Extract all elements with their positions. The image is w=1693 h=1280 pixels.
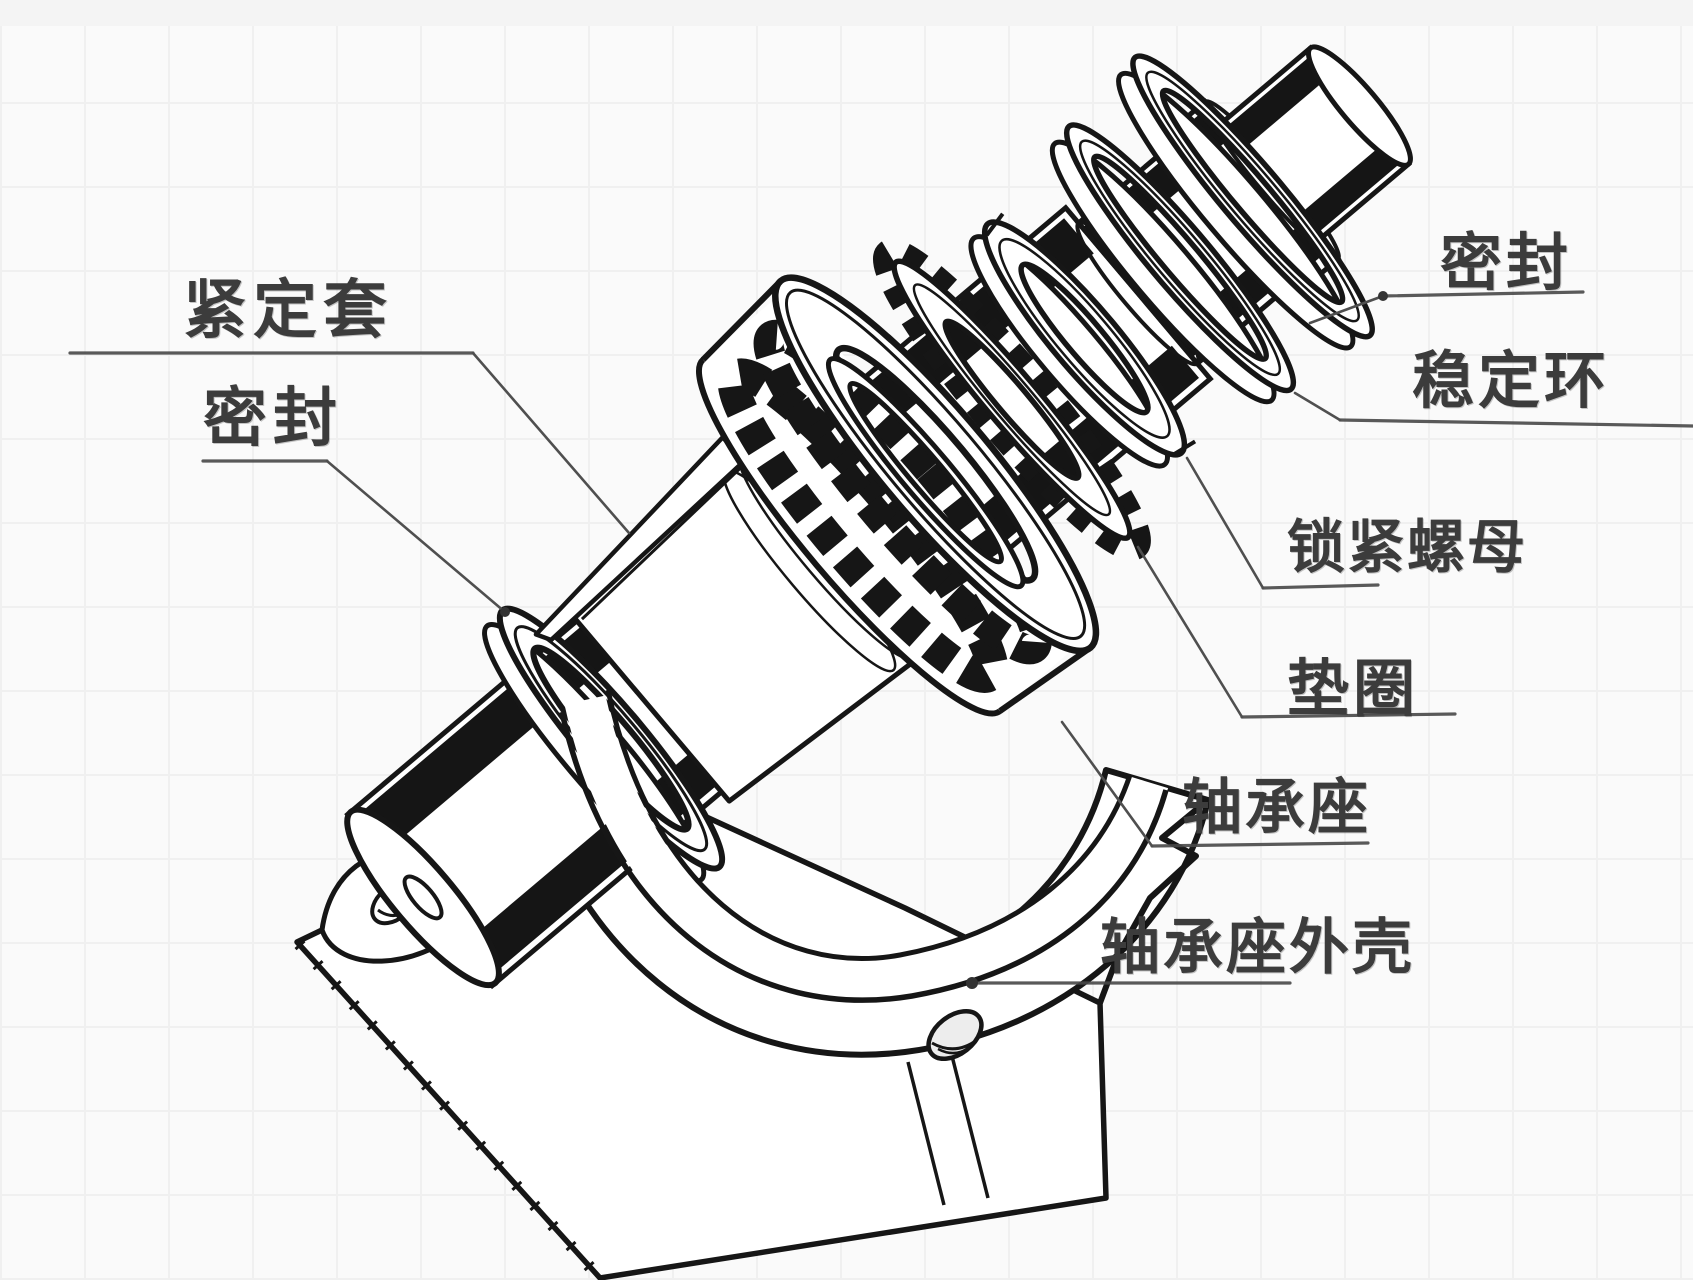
seal-left-leader bbox=[325, 459, 507, 614]
washer-teeth bbox=[872, 238, 1151, 561]
bore-rim-face bbox=[564, 695, 1169, 1000]
seal-right-leader-dot bbox=[1378, 291, 1388, 301]
stabilizer-face-line bbox=[1078, 139, 1282, 377]
end-section-shading-top bbox=[1227, 53, 1331, 147]
housing-right-lip-notches bbox=[1097, 797, 1210, 1005]
bearing-housing-leader bbox=[1060, 720, 1154, 848]
bearing-inner-race bbox=[825, 356, 1026, 590]
stabilizer-ring-leader bbox=[1293, 391, 1342, 422]
housing-rib-line-2 bbox=[950, 1055, 990, 1199]
label-bearing-housing: 轴承座 bbox=[1182, 773, 1371, 843]
bore-rim-outer-edge bbox=[559, 711, 1169, 1003]
bearing-illustration bbox=[695, 274, 1100, 717]
shaft-center-hole bbox=[402, 874, 444, 921]
housing-shell-leader-dot bbox=[966, 977, 978, 989]
bearing-rollers-row-2 bbox=[753, 319, 1052, 665]
lock-nut-leader bbox=[1185, 456, 1265, 590]
housing-bore-front-rim bbox=[559, 689, 1169, 1003]
shaft-assembly bbox=[344, 44, 1413, 990]
adapter-sleeve-leader bbox=[471, 351, 631, 535]
leader-lines bbox=[68, 290, 1693, 989]
page-top-strip bbox=[0, 0, 1693, 26]
bearing-top-edge bbox=[700, 278, 783, 362]
seal-left-leader-dot bbox=[500, 607, 510, 617]
bearing-rollers-row-1 bbox=[717, 358, 1009, 693]
lock-washer-illustration bbox=[872, 238, 1151, 561]
end-section-shading-bottom bbox=[1301, 140, 1404, 233]
stabilizer-bore-rim bbox=[1091, 154, 1269, 362]
shaft-end-cap-right bbox=[1306, 44, 1413, 168]
seal-right-leader bbox=[1308, 294, 1385, 325]
labels: 紧定套 密封 密封 稳定环 锁紧螺母 垫圈 轴承座 轴承座外壳 bbox=[183, 226, 1610, 983]
housing-rib-line bbox=[906, 1061, 946, 1206]
label-lock-nut: 锁紧螺母 bbox=[1287, 513, 1527, 581]
seal-right-underline bbox=[1381, 290, 1585, 298]
label-housing-shell: 轴承座外壳 bbox=[1100, 913, 1415, 983]
bearing-bottom-edge bbox=[998, 645, 1093, 714]
label-stabilizer-ring: 稳定环 bbox=[1412, 344, 1610, 417]
washer-face-line bbox=[912, 283, 1112, 517]
label-washer: 垫圈 bbox=[1287, 652, 1419, 725]
nut-bore-rim bbox=[1019, 262, 1150, 415]
seal-right-face-line bbox=[1145, 70, 1360, 323]
label-seal-right: 密封 bbox=[1440, 226, 1572, 299]
lock-nut-illustration bbox=[968, 212, 1197, 469]
label-adapter-sleeve: 紧定套 bbox=[183, 274, 393, 348]
washer-bore-rim bbox=[943, 319, 1081, 481]
nut-slot-bottom bbox=[1171, 439, 1197, 457]
lock-nut-underline bbox=[1261, 583, 1380, 590]
washer-leader bbox=[1136, 545, 1244, 719]
nut-slot-top bbox=[985, 212, 1005, 237]
bore-rim-inner-edge bbox=[605, 689, 1133, 961]
washer-underline bbox=[1240, 712, 1457, 719]
stabilizer-ring-illustration bbox=[1049, 122, 1297, 405]
sleeve-slit-line bbox=[580, 445, 765, 621]
seal-right-bore-rim bbox=[1160, 88, 1345, 305]
bearing-housing-underline bbox=[1150, 841, 1370, 848]
bearing-rim-double-line bbox=[784, 288, 1087, 641]
bolt-hole-counterbore-line-2 bbox=[937, 1045, 971, 1055]
stabilizer-ring-underline bbox=[1338, 418, 1693, 428]
nut-face-line bbox=[998, 238, 1171, 439]
bolt-hole-counterbore-line bbox=[931, 1038, 978, 1051]
label-seal-left: 密封 bbox=[203, 382, 343, 456]
